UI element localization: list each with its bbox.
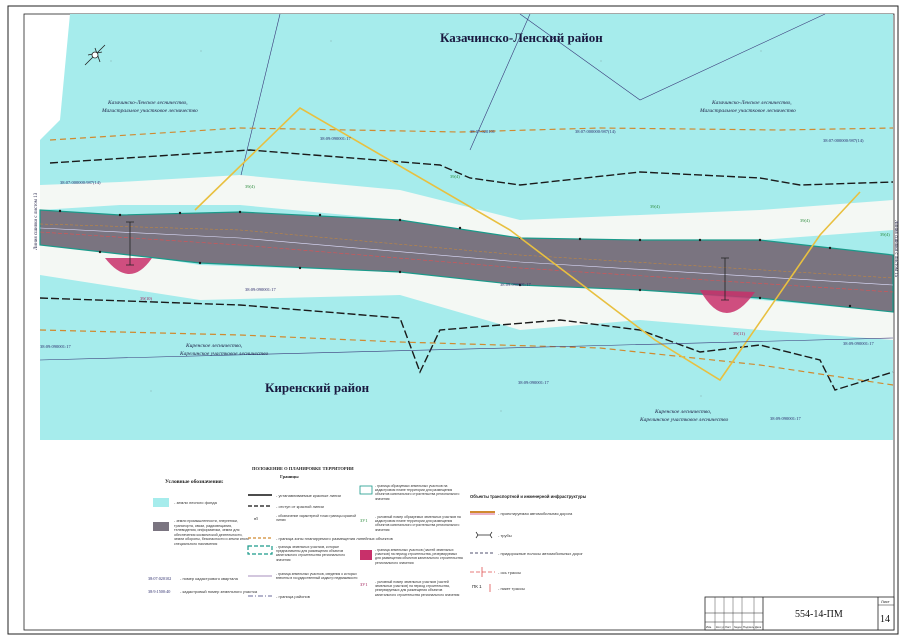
legend-code-parcel: 38:9:1500:40 <box>148 589 170 594</box>
zone-label: 39(4) <box>450 174 460 179</box>
forestry-top-left-1: Казачинско-Ленское лесничество, <box>107 100 188 106</box>
stamp-col-4: Подпись <box>743 625 755 629</box>
cadastral-label: 38:09:090001:17 <box>843 341 875 346</box>
zone-labels: 39(10) 39(11) 39(4) 39(4) 39(4) 39(4) 39… <box>140 174 890 336</box>
legend-center-5: - граница земельных участков, сведения о… <box>276 572 358 581</box>
legend-center-2: - обозначение характерной точки границы … <box>276 514 357 523</box>
zone-label: 39(11) <box>733 331 745 336</box>
legend-center-subtitle: Границы <box>280 474 299 479</box>
legend-left-0: - земли лесного фонда <box>174 500 218 505</box>
reserved-zone-left <box>105 258 152 274</box>
forestry-bottom-left-2: Карелинское участковое лесничество <box>179 351 268 357</box>
forestry-bottom-right-2: Карелинское участковое лесничество <box>639 417 728 423</box>
legend-right-3: - условный номер земельных участков (час… <box>375 580 460 597</box>
legend-left-3: - кадастровый номер земельного участка <box>180 589 258 594</box>
match-line-left: Линия сшивки с листом 13 <box>34 192 39 250</box>
forestry-top-right-2: Магистральное участковое лесничество <box>699 108 796 114</box>
legend-infra-3: - ось трассы <box>498 570 521 575</box>
legend-center-4: - границы земельных участков, которые пр… <box>276 545 345 562</box>
cadastral-label: 38:07:000000:987(14) <box>60 180 101 185</box>
stamp-col-0: Изм. <box>706 625 712 629</box>
stamp-sheet-label: Лист <box>881 599 890 604</box>
stamp-col-1: Кол.уч <box>716 625 725 629</box>
forest-hatching <box>109 39 763 413</box>
legend-code-quarter: 38:07:020102 <box>148 576 171 581</box>
match-line-right: Линия сшивки с листом 15 <box>893 220 898 278</box>
region-bottom-label: Киренский район <box>265 380 370 395</box>
legend-right-1: - условный номер образуемых земельных уч… <box>375 515 461 532</box>
legend: Условные обозначения: ПОЛОЖЕНИЕ О ПЛАНИР… <box>148 466 587 599</box>
district-boundary-lines <box>234 13 826 201</box>
stamp-col-3: №док <box>734 625 742 629</box>
designed-road-route <box>194 107 861 382</box>
roadside-strip-bottom <box>39 329 894 386</box>
north-arrow-icon <box>84 44 106 66</box>
legend-code-pk: ПК 1 <box>472 584 482 589</box>
legend-left-2: - номер кадастрового квартала <box>180 576 239 581</box>
legend-right-0: - граница образуемых земельных участков … <box>375 484 460 501</box>
corridor-strip-bottom <box>40 240 893 340</box>
cadastral-label: 38:09:090001:17 <box>320 136 352 141</box>
forestry-top-right-1: Казачинско-Ленское лесничество, <box>711 100 792 106</box>
legend-center-3: - граница зоны планируемого размещения л… <box>276 536 393 541</box>
legend-center-6: - граница районов <box>276 594 310 599</box>
cadastral-label: 38:09:090001:17 <box>245 287 277 292</box>
corridor-axis-lines <box>39 223 894 293</box>
red-line-offset-bottom <box>39 297 894 391</box>
legend-infra-4: - пикет трассы <box>498 586 525 591</box>
zone-label: 39(4) <box>245 184 255 189</box>
title-block: Изм. Кол.уч Лист №док Подпись Дата 554-1… <box>704 596 895 631</box>
legend-forest-swatch <box>153 498 169 507</box>
stamp-col-2: Лист <box>725 625 732 629</box>
corridor-strip-top <box>40 175 893 240</box>
cadastral-label: 38:09:090001:17 <box>770 416 802 421</box>
cadastral-label: 38:07:000000:987(14) <box>823 138 864 143</box>
reserved-zone-right <box>700 290 755 314</box>
zone-label: 39(4) <box>880 232 890 237</box>
cadastral-label: 38:07:000000:987(14) <box>575 129 616 134</box>
region-top-label: Казачинско-Ленский район <box>440 30 603 45</box>
stamp-sheet-number: 14 <box>880 614 890 625</box>
legend-title: Условные обозначения: <box>165 478 224 485</box>
red-line-offset-top <box>49 149 894 186</box>
legend-code-zu: ЗУ1 <box>360 518 368 523</box>
forestry-bottom-left-1: Киренское лесничество, <box>185 343 243 349</box>
zone-label: 39(10) <box>140 296 152 301</box>
legend-left-1: - земли промышленности, энергетики, тран… <box>174 519 249 546</box>
stamp-col-5: Дата <box>755 625 762 629</box>
forestry-bottom-right-1: Киренское лесничество, <box>654 409 712 415</box>
cadastral-label: 38:09:090001:17 <box>518 380 550 385</box>
culvert-legend-icon <box>475 531 493 539</box>
cadastral-label: 38:09:090001:17 <box>40 344 72 349</box>
red-line-points <box>58 209 852 308</box>
legend-infra-0: - проектируемая автомобильная дорога <box>498 511 573 516</box>
zone-label: 39(4) <box>650 204 660 209</box>
legend-center-title: ПОЛОЖЕНИЕ О ПЛАНИРОВКЕ ТЕРРИТОРИИ <box>252 466 354 471</box>
culvert-icon <box>126 221 729 301</box>
district-border <box>39 337 894 361</box>
roadside-strip-top <box>49 127 894 141</box>
zone-label: 39(4) <box>800 218 810 223</box>
stamp-doc-number: 554-14-ПМ <box>795 609 843 620</box>
legend-center-0: - устанавливаемые красные линии <box>276 493 341 498</box>
legend-right-2: - граница земельных участков (частей зем… <box>375 548 463 565</box>
legend-code-point: н5 <box>254 516 258 521</box>
cadastral-label: 38:07:020101 <box>470 129 495 134</box>
legend-infra-title: Объекты транспортной и инженерной инфрас… <box>470 494 587 499</box>
legend-center-1: - отступ от красной линии <box>276 504 324 509</box>
cadastral-labels: 38:07:000000:987(14) 38:07:020101 38:07:… <box>40 129 875 421</box>
forestry-top-left-2: Магистральное участковое лесничество <box>101 108 198 114</box>
legend-infra-2: - придорожные полосы автомобильных дорог <box>498 551 583 556</box>
legend-code-zu-2: ЗУ1 <box>360 582 368 587</box>
cadastral-label: 38:09:090001:17 <box>500 282 532 287</box>
legend-industrial-swatch <box>153 522 169 531</box>
legend-infra-1: - трубы <box>498 533 512 538</box>
